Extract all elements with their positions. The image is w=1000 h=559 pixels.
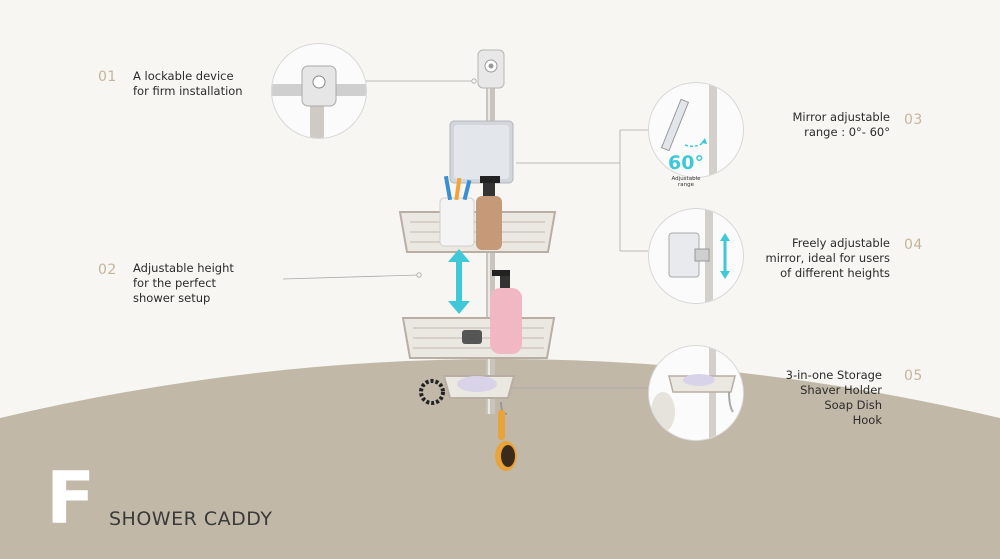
feature-04-text: Freely adjustable mirror, ideal for user… xyxy=(766,236,890,281)
brand-letter: F xyxy=(46,456,96,540)
feature-04-number: 04 xyxy=(904,237,923,253)
feature-01-line: A lockable device xyxy=(133,69,234,83)
feature-05-line: Hook xyxy=(852,413,882,427)
connector-lines xyxy=(282,78,648,389)
feature-01-line: for firm installation xyxy=(133,84,243,98)
tilt-caption-line-2: range xyxy=(678,182,694,188)
mirror-tilt-detail xyxy=(648,82,744,178)
shower-caddy-illustration xyxy=(398,49,557,471)
feature-02-line: for the perfect xyxy=(133,276,217,290)
feature-03-line: range : 0°- 60° xyxy=(804,125,890,139)
page-title: SHOWER CADDY xyxy=(109,508,273,530)
feature-03-line: Mirror adjustable xyxy=(792,110,891,124)
feature-04-line: of different heights xyxy=(780,266,890,280)
feature-05-text: 3-in-one Storage Shaver Holder Soap Dish… xyxy=(786,368,882,428)
feature-02-line: Adjustable height xyxy=(133,261,234,275)
feature-05-number: 05 xyxy=(904,368,923,384)
storage-detail xyxy=(648,345,744,441)
feature-05-line: Soap Dish xyxy=(824,398,882,412)
mirror-height-detail xyxy=(648,208,744,304)
tilt-caption-line-1: Adjustable xyxy=(671,176,701,182)
feature-03-number: 03 xyxy=(904,112,923,128)
feature-01-number: 01 xyxy=(98,69,117,85)
tilt-degrees-label: 60° xyxy=(668,152,704,174)
feature-03-text: Mirror adjustable range : 0°- 60° xyxy=(793,110,891,140)
feature-04-line: Freely adjustable xyxy=(791,236,890,250)
feature-02-text: Adjustable height for the perfect shower… xyxy=(133,261,234,306)
feature-02-number: 02 xyxy=(98,262,117,278)
feature-05-line: 3-in-one Storage xyxy=(785,368,882,382)
feature-02-line: shower setup xyxy=(133,291,211,305)
feature-04-line: mirror, ideal for users xyxy=(765,251,890,265)
feature-05-line: Shaver Holder xyxy=(800,383,882,397)
lock-device-detail xyxy=(271,43,367,139)
feature-01-text: A lockable device for firm installation xyxy=(133,69,243,99)
